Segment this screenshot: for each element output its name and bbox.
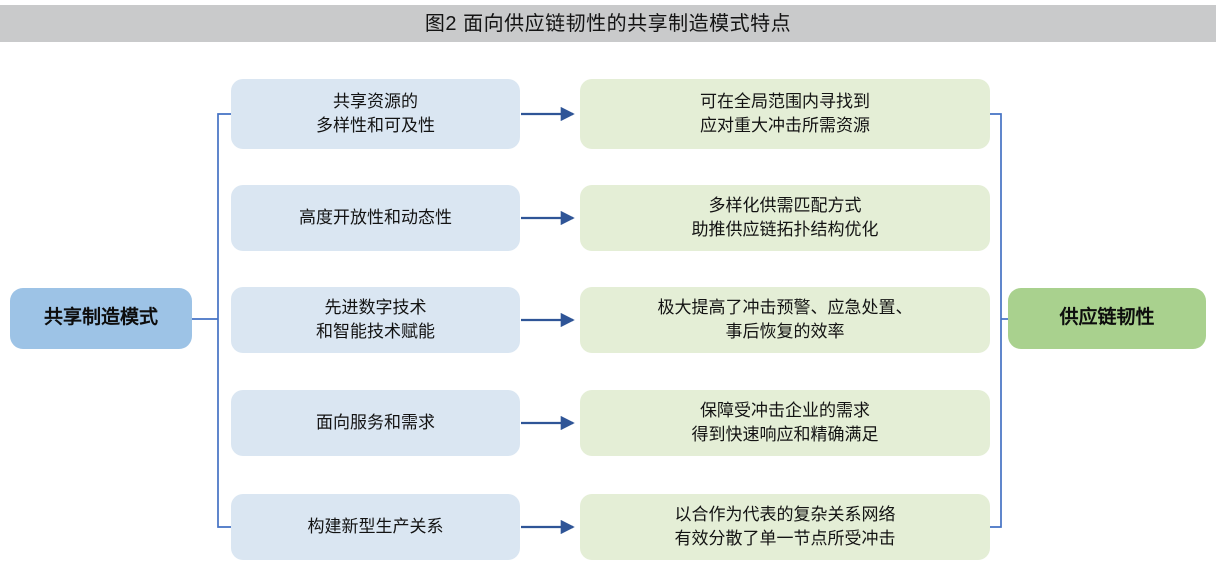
figure-title-bar: 图2 面向供应链韧性的共享制造模式特点 [0,5,1216,42]
feature-box-5[interactable]: 构建新型生产关系 [231,494,520,560]
feature-box-2[interactable]: 高度开放性和动态性 [231,185,520,251]
result-node-label: 供应链韧性 [1059,307,1155,329]
feature-box-1[interactable]: 共享资源的 多样性和可及性 [231,79,520,149]
outcome-box-3[interactable]: 极大提高了冲击预警、应急处置、 事后恢复的效率 [580,287,990,353]
outcome-box-1-label: 可在全局范围内寻找到 应对重大冲击所需资源 [700,91,870,135]
outcome-box-4[interactable]: 保障受冲击企业的需求 得到快速响应和精确满足 [580,390,990,456]
feature-box-4[interactable]: 面向服务和需求 [231,390,520,456]
source-node-label: 共享制造模式 [43,307,158,329]
outcome-box-4-label: 保障受冲击企业的需求 得到快速响应和精确满足 [691,400,879,444]
source-node-shared-manufacturing[interactable]: 共享制造模式 [10,288,192,349]
outcome-box-5-label: 以合作为代表的复杂关系网络 有效分散了单一节点所受冲击 [674,504,896,548]
outcome-box-1[interactable]: 可在全局范围内寻找到 应对重大冲击所需资源 [580,79,990,149]
page-title: 图2 面向供应链韧性的共享制造模式特点 [424,12,792,35]
left-bracket [192,113,231,528]
outcome-box-2[interactable]: 多样化供需匹配方式 助推供应链拓扑结构优化 [580,185,990,251]
outcome-box-5[interactable]: 以合作为代表的复杂关系网络 有效分散了单一节点所受冲击 [580,494,990,560]
outcome-box-2-label: 多样化供需匹配方式 助推供应链拓扑结构优化 [691,195,879,239]
feature-box-5-label: 构建新型生产关系 [307,516,444,536]
feature-box-4-label: 面向服务和需求 [316,412,435,432]
feature-box-3[interactable]: 先进数字技术 和智能技术赋能 [231,287,520,353]
result-node-supply-chain-resilience[interactable]: 供应链韧性 [1008,288,1206,349]
outcome-box-3-label: 极大提高了冲击预警、应急处置、 事后恢复的效率 [657,297,913,341]
feature-box-3-label: 先进数字技术 和智能技术赋能 [316,297,435,341]
feature-box-1-label: 共享资源的 多样性和可及性 [316,91,435,135]
right-bracket [990,113,1008,528]
feature-box-2-label: 高度开放性和动态性 [299,207,452,227]
